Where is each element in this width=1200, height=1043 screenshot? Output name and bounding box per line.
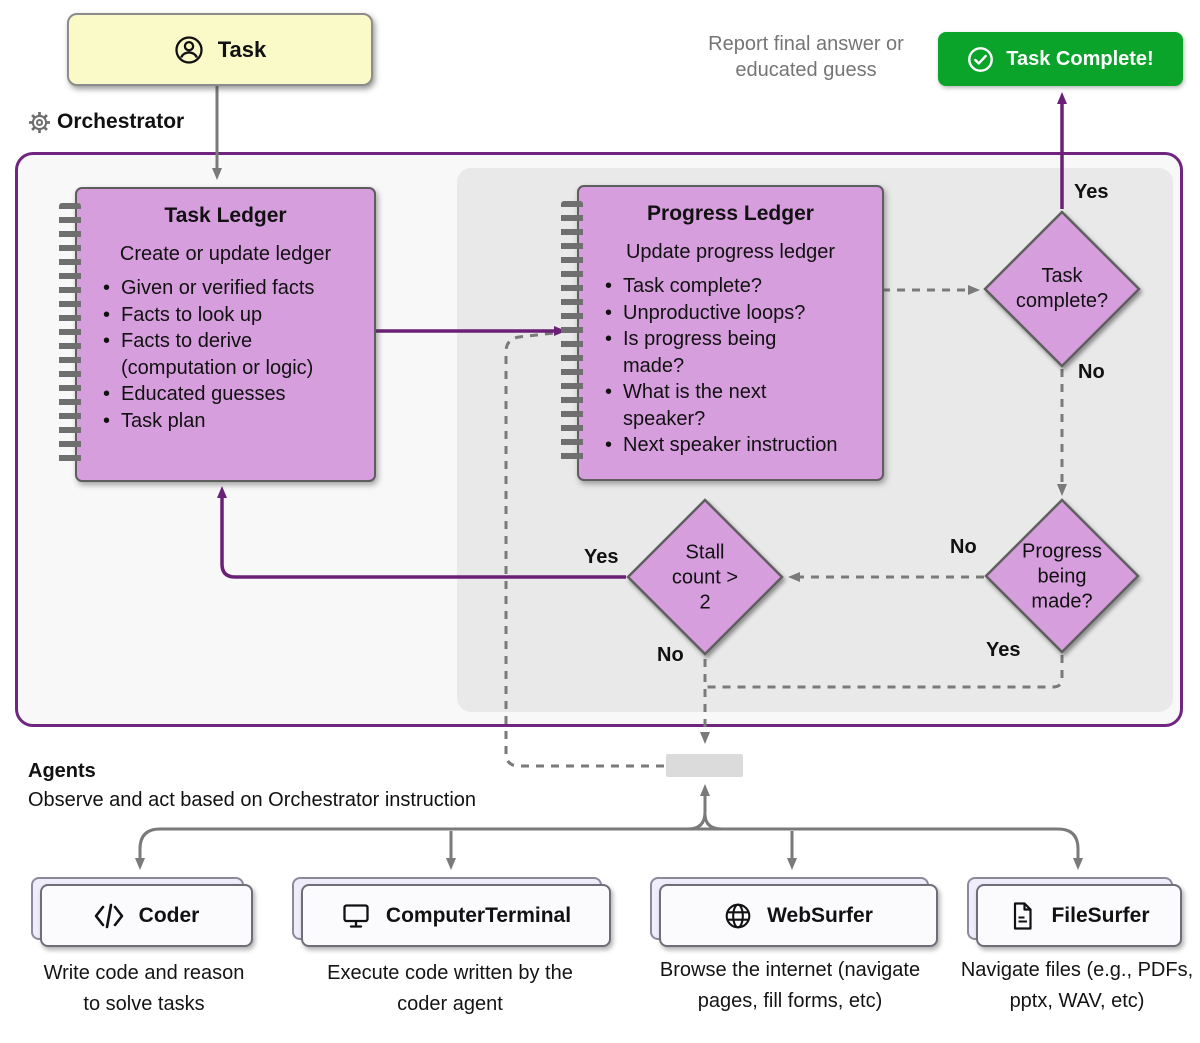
task-ledger-item: Task plan bbox=[101, 408, 368, 435]
check-circle-icon bbox=[967, 46, 994, 73]
label-progress-yes: Yes bbox=[986, 639, 1021, 661]
task-box: Task bbox=[67, 13, 373, 86]
progress-ledger-title: Progress Ledger bbox=[647, 202, 814, 225]
agent-name: FileSurfer bbox=[1051, 903, 1150, 927]
label-taskcomplete-yes: Yes bbox=[1074, 181, 1109, 203]
progress-ledger-item: Task complete? bbox=[603, 273, 876, 300]
file-document-icon bbox=[1008, 901, 1036, 931]
agent-name: WebSurfer bbox=[767, 903, 873, 927]
task-ledger-item: Given or verified facts bbox=[101, 275, 368, 302]
progress-ledger-item: Next speaker instruction bbox=[603, 432, 876, 459]
terminal-monitor-icon bbox=[341, 901, 371, 931]
agent-caption-websurfer: Browse the internet (navigate pages, fil… bbox=[659, 959, 921, 1012]
task-box-label: Task bbox=[217, 36, 267, 62]
agent-caption-coder: Write code and reason to solve tasks bbox=[43, 962, 245, 1015]
agent-caption-computerterminal: Execute code written by the coder agent bbox=[327, 962, 573, 1015]
task-ledger: Task Ledger Create or update ledger Give… bbox=[75, 187, 376, 482]
orchestrator-title: Orchestrator bbox=[57, 110, 185, 133]
progress-ledger-item: What is the next speaker? bbox=[603, 379, 798, 432]
label-progress-no: No bbox=[950, 536, 977, 558]
spiral-binding-task-ledger bbox=[59, 203, 81, 463]
dash-return-to-progress-ledger bbox=[504, 331, 664, 768]
dash-progress-yes-merge bbox=[707, 655, 1064, 689]
diamond-stall-count bbox=[626, 498, 784, 656]
agents-title: Agents bbox=[28, 760, 96, 782]
task-ledger-item: Facts to look up bbox=[101, 302, 368, 329]
diamond-task-complete bbox=[983, 210, 1141, 368]
agents-subtitle: Observe and act based on Orchestrator in… bbox=[28, 789, 477, 811]
agents-bar-right bbox=[705, 827, 1083, 870]
progress-ledger-item: Is progress being made? bbox=[603, 326, 798, 379]
gear-icon bbox=[28, 111, 51, 134]
task-ledger-list: Given or verified facts Facts to look up… bbox=[77, 275, 374, 434]
orchestrator-label: Orchestrator bbox=[28, 110, 184, 134]
task-ledger-item: Facts to derive (computation or logic) bbox=[101, 328, 333, 381]
agent-card-websurfer: WebSurfer bbox=[650, 877, 938, 947]
agent-card-coder: Coder bbox=[31, 877, 253, 947]
report-note: Report final answer or educated guess bbox=[708, 33, 904, 81]
agents-stem-up-right bbox=[703, 813, 723, 831]
task-ledger-title: Task Ledger bbox=[164, 204, 287, 227]
label-stall-yes: Yes bbox=[584, 546, 619, 568]
label-stall-no: No bbox=[657, 644, 684, 666]
code-icon bbox=[94, 903, 124, 929]
task-ledger-subtitle: Create or update ledger bbox=[119, 243, 332, 265]
arrow-stall-yes-to-taskledger bbox=[217, 486, 626, 579]
agents-bar-left bbox=[135, 827, 705, 870]
progress-ledger: Progress Ledger Update progress ledger T… bbox=[577, 185, 884, 481]
diamond-progress-being-made bbox=[984, 498, 1140, 654]
progress-ledger-list: Task complete? Unproductive loops? Is pr… bbox=[579, 273, 882, 459]
agents-stem-up-left bbox=[687, 784, 710, 831]
task-complete-banner: Task Complete! bbox=[938, 32, 1183, 86]
agents-connector-node bbox=[666, 754, 743, 777]
agent-card-filesurfer: FileSurfer bbox=[967, 877, 1182, 947]
globe-icon bbox=[724, 902, 752, 930]
progress-ledger-item: Unproductive loops? bbox=[603, 300, 876, 327]
task-complete-label: Task Complete! bbox=[1006, 47, 1154, 70]
agent-name: Coder bbox=[138, 903, 200, 927]
spiral-binding-progress-ledger bbox=[561, 201, 583, 461]
agent-card-computerterminal: ComputerTerminal bbox=[292, 877, 611, 947]
person-icon bbox=[174, 35, 204, 65]
label-taskcomplete-no: No bbox=[1078, 361, 1105, 383]
task-ledger-item: Educated guesses bbox=[101, 381, 368, 408]
agent-name: ComputerTerminal bbox=[385, 903, 572, 927]
agent-caption-filesurfer: Navigate files (e.g., PDFs, pptx, WAV, e… bbox=[960, 959, 1194, 1012]
progress-ledger-subtitle: Update progress ledger bbox=[625, 241, 835, 263]
